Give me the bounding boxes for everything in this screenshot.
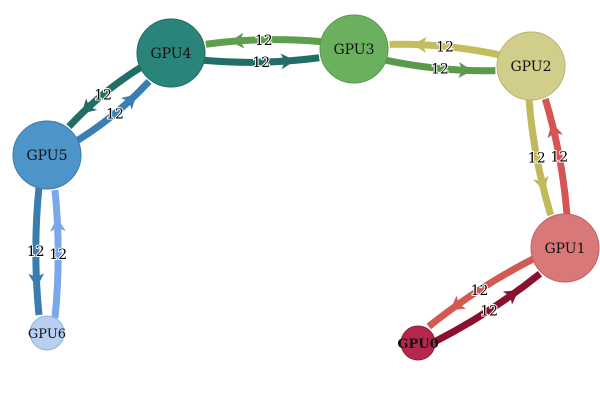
edge-line — [51, 189, 62, 319]
edge-label: 12 — [480, 303, 498, 319]
edge-line — [384, 56, 496, 75]
arrowhead-icon — [120, 94, 137, 110]
arrowhead-icon — [81, 98, 98, 114]
arrowhead-icon — [547, 122, 563, 139]
edge-line — [433, 270, 543, 345]
node-gpu3[interactable]: GPU3 — [319, 14, 389, 84]
edge-label: 12 — [106, 107, 124, 123]
edge-label: 12 — [528, 151, 546, 167]
edge-gpu2-to-gpu3 — [389, 37, 501, 59]
edge-line — [389, 40, 501, 59]
edge-gpu0-to-gpu1 — [433, 270, 543, 345]
arrowhead-icon — [49, 217, 66, 232]
edge-line — [426, 255, 536, 330]
node-circle[interactable] — [12, 120, 82, 190]
node-gpu1[interactable]: GPU1 — [530, 213, 600, 283]
arrowhead-icon — [229, 32, 245, 49]
arrowhead-icon — [412, 37, 427, 54]
node-label: GPU1 — [544, 241, 585, 257]
edge-gpu3-to-gpu2 — [384, 56, 496, 78]
edge-gpu6-to-gpu5 — [49, 189, 66, 319]
edge-label: 12 — [471, 283, 489, 299]
edge-label: 12 — [27, 244, 45, 260]
node-circle[interactable] — [29, 315, 65, 351]
node-label: GPU6 — [28, 327, 66, 342]
node-label: GPU5 — [26, 148, 67, 164]
arrowhead-icon — [533, 175, 549, 192]
edge-line — [202, 54, 320, 66]
node-circle[interactable] — [400, 325, 436, 361]
node-label: GPU3 — [333, 42, 374, 58]
node-circle[interactable] — [319, 14, 389, 84]
node-gpu5[interactable]: GPU5 — [12, 120, 82, 190]
edges-layer — [28, 32, 571, 345]
edge-line — [32, 186, 43, 316]
edge-line — [74, 79, 152, 144]
edge-label: 12 — [49, 247, 67, 263]
edge-gpu2-to-gpu1 — [525, 98, 555, 217]
node-circle[interactable] — [136, 18, 206, 88]
edge-line — [66, 64, 144, 129]
node-circle[interactable] — [496, 31, 566, 101]
edge-gpu5-to-gpu4 — [74, 79, 152, 144]
arrowhead-icon — [449, 295, 466, 311]
arrowhead-icon — [458, 61, 473, 78]
node-label: GPU2 — [510, 59, 551, 75]
edge-gpu1-to-gpu2 — [541, 97, 571, 216]
node-gpu2[interactable]: GPU2 — [496, 31, 566, 101]
edge-gpu3-to-gpu4 — [205, 32, 323, 49]
node-gpu0[interactable]: GPU0 — [397, 325, 439, 361]
edge-label: 12 — [431, 62, 449, 78]
node-gpu6[interactable]: GPU6 — [28, 315, 66, 351]
edge-gpu5-to-gpu6 — [28, 186, 45, 316]
edge-gpu4-to-gpu3 — [202, 53, 320, 70]
edge-gpu4-to-gpu5 — [66, 64, 144, 129]
edge-label: 12 — [436, 39, 454, 55]
edge-gpu1-to-gpu0 — [426, 255, 536, 330]
node-label: GPU0 — [397, 337, 438, 352]
node-gpu4[interactable]: GPU4 — [136, 18, 206, 88]
node-label: GPU4 — [150, 46, 191, 62]
arrowhead-icon — [280, 53, 296, 70]
edge-line — [525, 98, 555, 217]
edge-line — [541, 97, 571, 216]
node-circle[interactable] — [530, 213, 600, 283]
arrowhead-icon — [502, 290, 519, 305]
edge-line — [205, 36, 323, 48]
edge-label: 12 — [255, 33, 273, 49]
edge-label: 12 — [252, 55, 270, 71]
edge-label: 12 — [94, 87, 112, 103]
arrowhead-icon — [28, 273, 45, 288]
edge-label: 12 — [550, 149, 568, 165]
